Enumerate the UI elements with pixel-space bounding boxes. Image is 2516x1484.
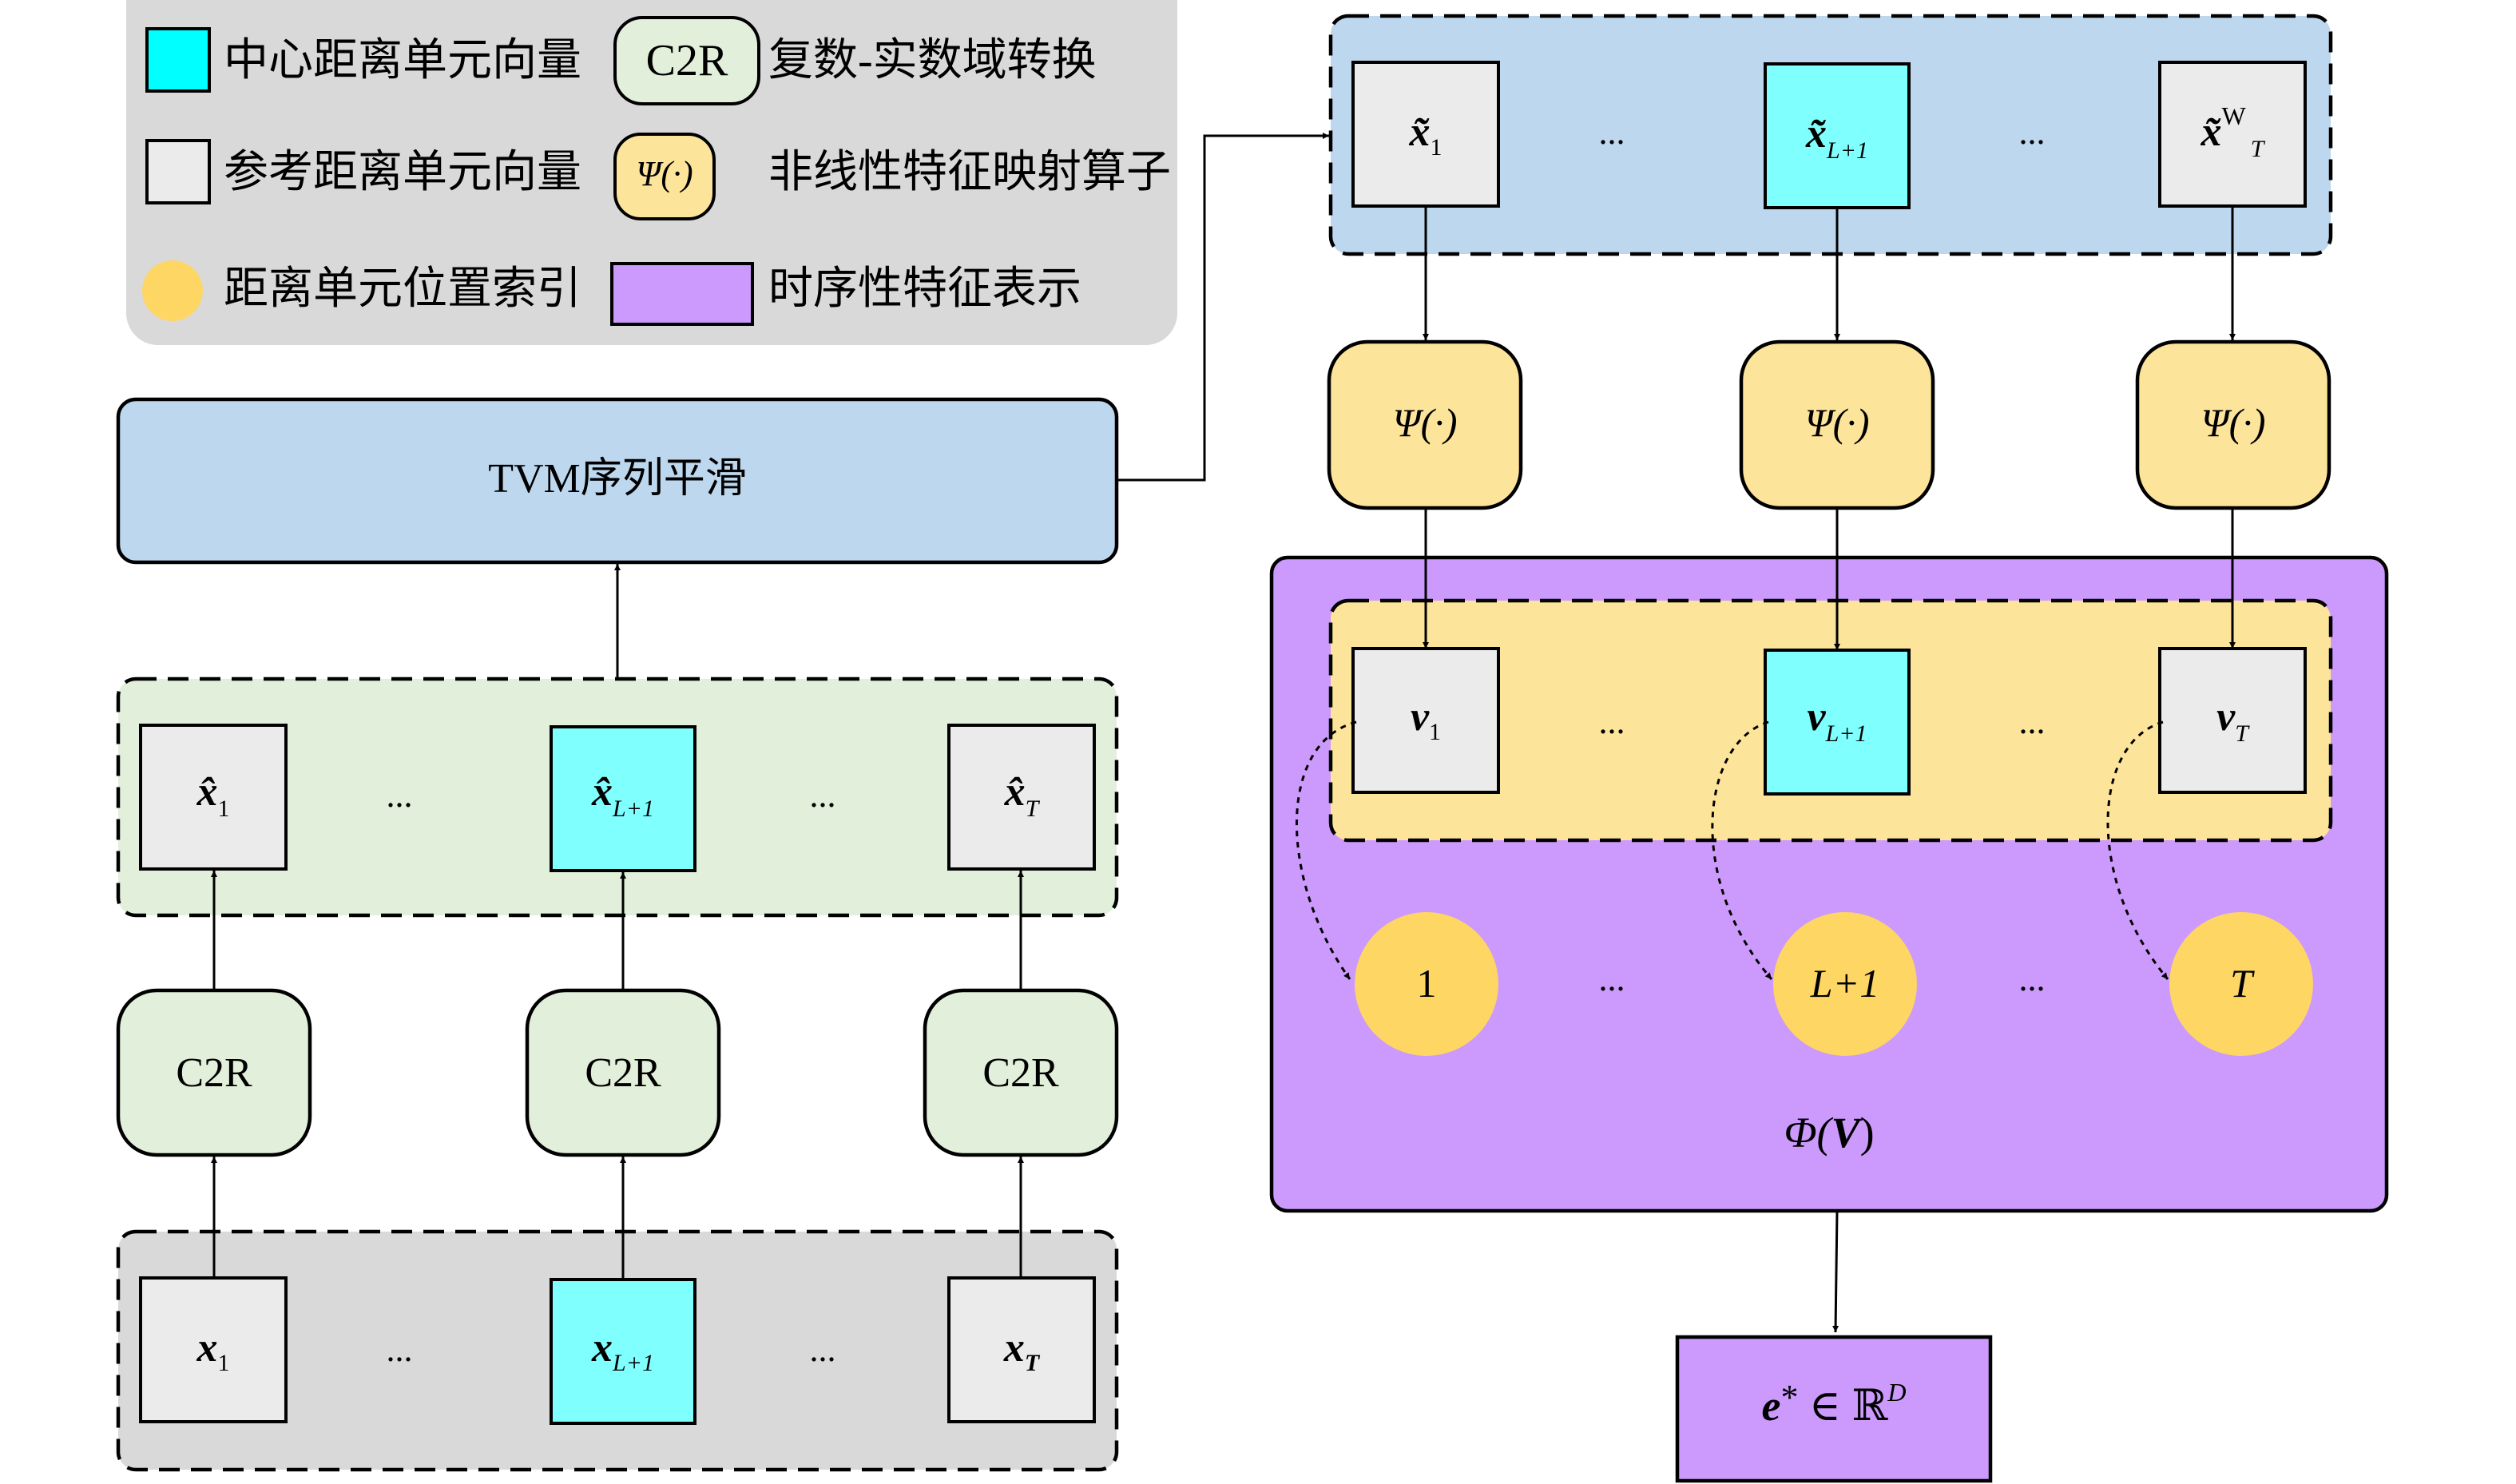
legend: 中心距离单元向量 C2R 复数-实数域转换 参考距离单元向量 Ψ(·) 非线性特…	[126, 0, 1177, 345]
tvm-smoothing-block: TVM序列平滑	[116, 397, 1119, 565]
input-vector-box-1	[139, 1276, 288, 1423]
psi-label-center: Ψ(·)	[1805, 400, 1870, 445]
position-index-center	[1773, 912, 1917, 1056]
psi-label-t: Ψ(·)	[2201, 400, 2266, 445]
phi-to-output-arrow	[1832, 1210, 1839, 1333]
c2r-label-t: C2R	[982, 1050, 1059, 1096]
ellipsis: ...	[2019, 113, 2046, 152]
psi-blocks: Ψ(·) Ψ(·) Ψ(·)	[1327, 339, 2331, 510]
feature-vector-box-t	[2158, 647, 2307, 794]
smoothed-vector-box-1	[139, 724, 288, 871]
feature-vector-label-1: v1	[1411, 694, 1441, 745]
ellipsis: ...	[1599, 959, 1625, 998]
tilde-vector-box-1	[1351, 61, 1500, 208]
ellipsis: ...	[387, 776, 413, 815]
tvm-to-tilde-arrow	[1117, 133, 1329, 482]
output-embedding-block: e* ∈ ℝD	[1675, 1335, 1993, 1483]
input-vector-box-center	[550, 1278, 696, 1425]
smoothed-vector-label-t: x̂T	[1004, 769, 1041, 822]
c2r-blocks: C2R C2R C2R	[116, 988, 1119, 1157]
input-vector-label-t: xT	[1003, 1325, 1041, 1376]
c2r-label-1: C2R	[176, 1050, 252, 1096]
legend-psi-swatch	[613, 133, 716, 220]
legend-position-index-swatch	[142, 260, 203, 321]
feature-to-index-arrow-1	[1296, 720, 1357, 980]
ellipsis: ...	[2019, 702, 2046, 741]
ellipsis: ...	[1599, 702, 1625, 741]
legend-position-index-label: 距离单元位置索引	[224, 264, 581, 314]
legend-temporal-feature-swatch	[610, 262, 754, 326]
legend-psi-symbol: Ψ(·)	[636, 154, 692, 193]
tilde-vector-group: x̃1 x̃L+1 x̃WT ... ...	[1328, 14, 2333, 256]
legend-reference-vector-label: 参考距离单元向量	[224, 148, 581, 197]
smoothed-vector-group: x̂1 x̂L+1 x̂T ... ...	[116, 677, 1119, 918]
smoothed-vector-label-center: x̂L+1	[591, 769, 654, 822]
tilde-vector-box-t	[2158, 61, 2307, 208]
psi-label-1: Ψ(·)	[1393, 400, 1458, 445]
ellipsis: ...	[387, 1330, 413, 1369]
legend-temporal-feature-label: 时序性特征表示	[768, 264, 1081, 314]
ellipsis: ...	[2019, 959, 2046, 998]
legend-psi-label: 非线性特征映射算子	[768, 148, 1171, 197]
legend-center-vector-swatch	[145, 27, 211, 93]
feature-vector-label-t: vT	[2216, 694, 2250, 747]
tvm-label: TVM序列平滑	[488, 456, 747, 502]
input-vector-box-t	[947, 1276, 1096, 1423]
legend-center-vector-label: 中心距离单元向量	[224, 36, 581, 85]
position-index-t	[2169, 912, 2313, 1056]
legend-reference-vector-swatch	[145, 139, 211, 204]
smoothed-vector-label-1: x̂1	[196, 769, 230, 822]
temporal-feature-block: v1 vL+1 vT ... ... 1 L+1 T ... ... Φ(V)	[1269, 555, 2389, 1213]
legend-c2r-label: 复数-实数域转换	[768, 36, 1097, 85]
tilde-vector-label-1: x̃1	[1409, 109, 1443, 161]
output-embedding-label: e* ∈ ℝD	[1762, 1378, 1907, 1430]
ellipsis: ...	[1599, 113, 1625, 152]
phi-label: Φ(V)	[1784, 1109, 1874, 1157]
position-index-1	[1355, 912, 1498, 1056]
input-vector-label-center: xL+1	[591, 1325, 654, 1376]
feature-vector-label-center: vL+1	[1807, 694, 1867, 747]
ellipsis: ...	[810, 1330, 836, 1369]
position-index-label-center: L+1	[1810, 961, 1880, 1006]
legend-c2r-symbol: C2R	[646, 36, 728, 85]
tilde-vector-label-center: x̃L+1	[1805, 111, 1868, 164]
smoothed-vector-box-t	[947, 724, 1096, 871]
input-vector-label-1: x1	[196, 1325, 230, 1376]
position-index-label-t: T	[2230, 961, 2255, 1006]
smoothed-vector-box-center	[550, 725, 696, 872]
legend-c2r-swatch	[613, 16, 760, 105]
position-index-label-1: 1	[1417, 961, 1437, 1006]
c2r-label-center: C2R	[585, 1050, 661, 1096]
input-vector-group: x1 xL+1 xT ... ...	[116, 1229, 1119, 1472]
tilde-vector-label-t: x̃WT	[2201, 101, 2266, 162]
tilde-vector-box-center	[1764, 62, 1911, 209]
ellipsis: ...	[810, 776, 836, 815]
